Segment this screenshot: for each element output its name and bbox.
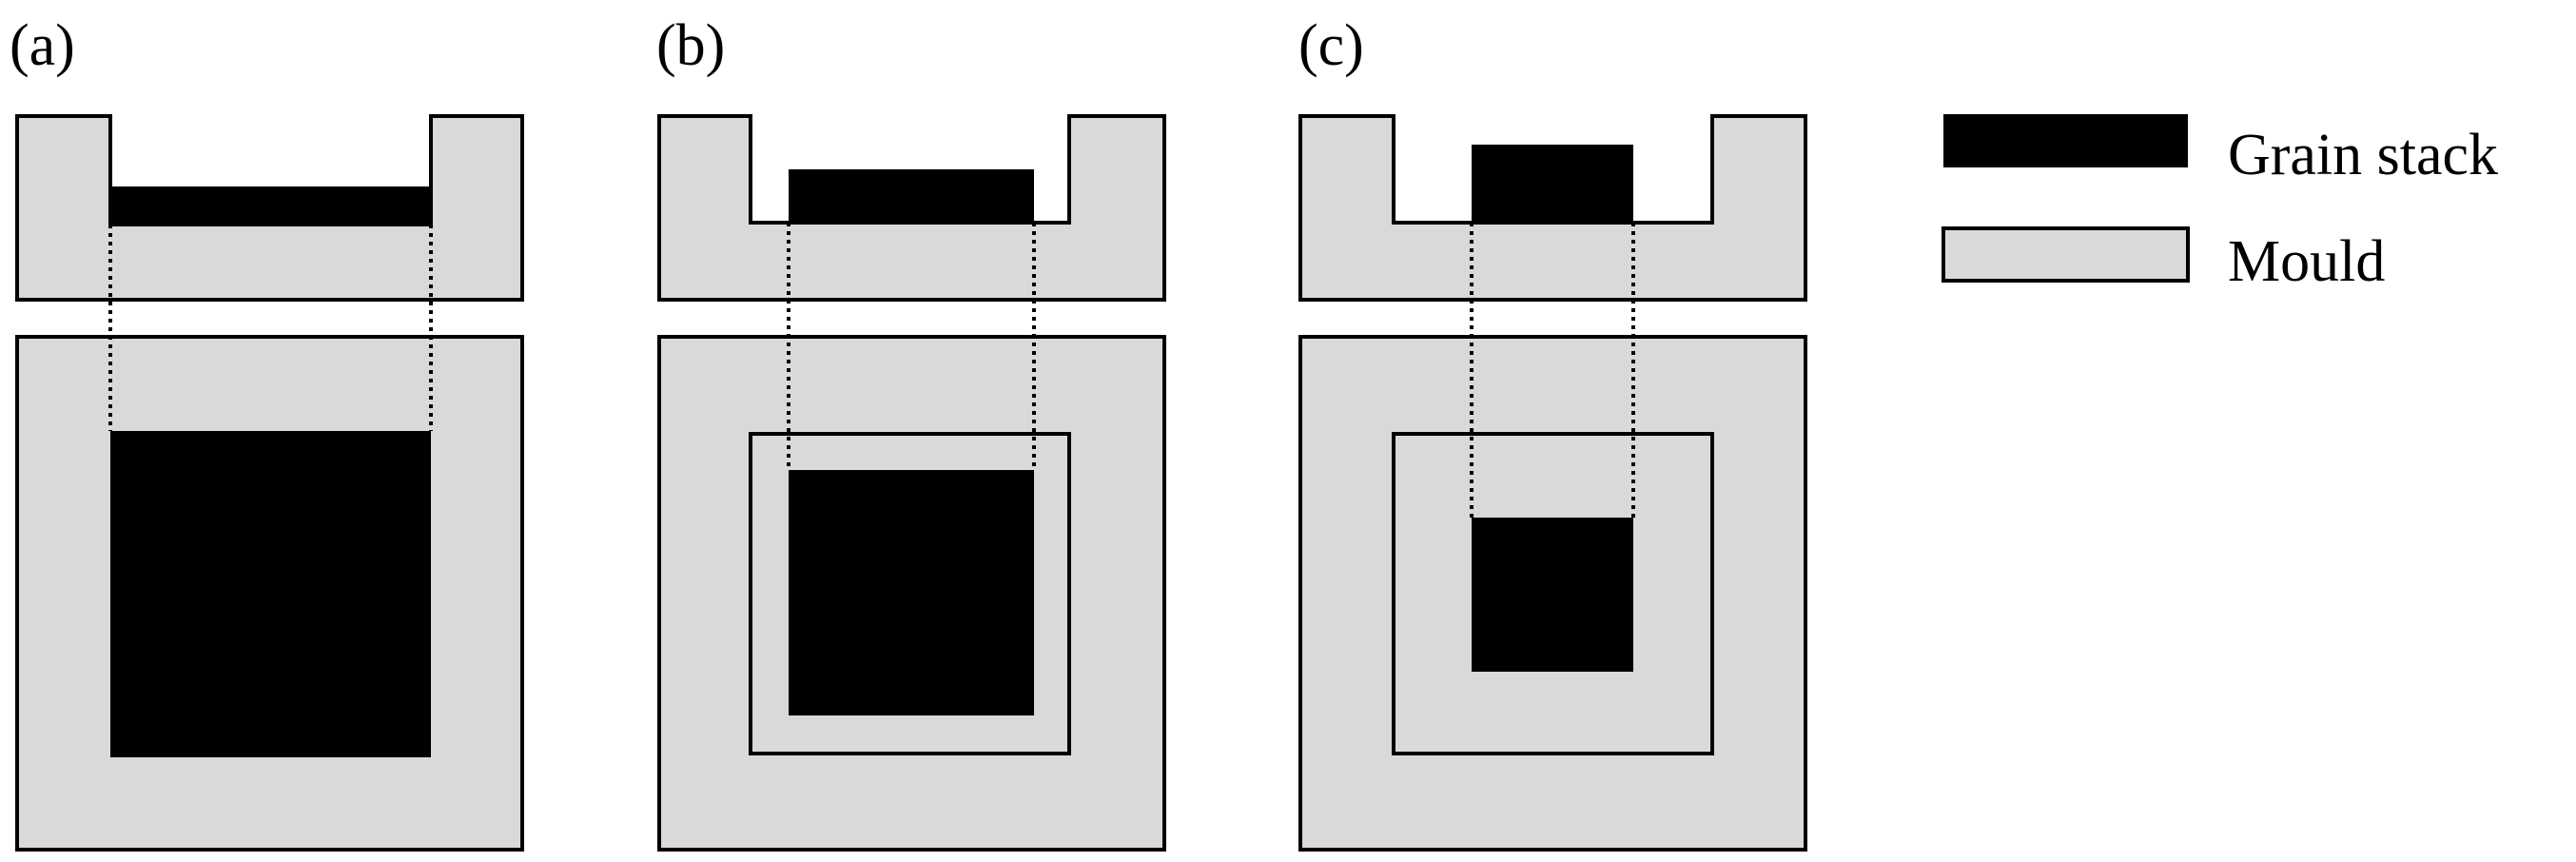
panel-a-side-mould [15, 114, 524, 302]
legend-swatch-grain-stack [1943, 114, 2188, 167]
panel-c-side-grain-stack [1472, 145, 1633, 223]
panel-c-top-grain-stack [1472, 518, 1633, 672]
panel-b-side-grain-stack [789, 169, 1034, 223]
panel-b-top-cavity-outline [749, 432, 1071, 755]
panel-c-side-mould [1298, 114, 1807, 302]
legend-swatch-mould [1942, 226, 2190, 283]
panel-a-label: (a) [10, 13, 75, 78]
panel-c: (c) [1298, 13, 1807, 852]
panel-b-side-mould [657, 114, 1166, 302]
panel-a-side-grain-stack [110, 186, 431, 225]
panel-c-top-cavity-outline [1392, 432, 1714, 755]
panel-c-label: (c) [1298, 13, 1364, 78]
panel-a-top-grain-stack [110, 431, 431, 757]
panel-b: (b) [656, 13, 1166, 852]
legend: Grain stack Mould [1942, 114, 2498, 294]
legend-label-grain-stack: Grain stack [2228, 123, 2498, 187]
legend-label-mould: Mould [2228, 229, 2385, 294]
panel-b-top-grain-stack [789, 470, 1034, 715]
panel-b-label: (b) [656, 13, 725, 78]
panel-a: (a) [10, 13, 524, 852]
